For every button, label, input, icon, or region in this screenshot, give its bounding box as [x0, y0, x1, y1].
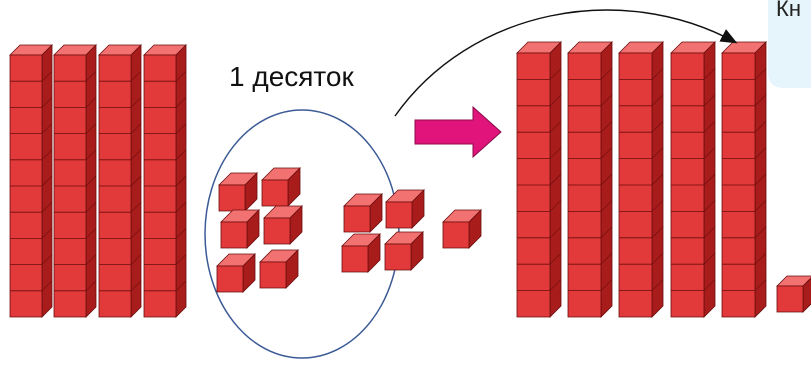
ten-rod [516, 41, 562, 318]
ten-rod [670, 41, 716, 318]
unit-cube [259, 249, 299, 289]
unit-cube [263, 205, 303, 245]
unit-cube [341, 233, 381, 273]
ten-rod [9, 44, 53, 318]
unit-cube [442, 209, 482, 249]
corner-note-text: Кн [776, 0, 801, 21]
ten-rod [143, 44, 187, 318]
unit-cube [343, 193, 383, 233]
unit-cube [385, 189, 425, 229]
group-label: 1 десяток [229, 61, 354, 92]
ten-rod [567, 41, 613, 318]
curved-arrow [394, 9, 738, 117]
corner-note: Кн [768, 0, 811, 88]
ten-rod [721, 41, 767, 318]
unit-cube [261, 167, 301, 207]
ten-rod [618, 41, 664, 318]
unit-cube [776, 275, 811, 313]
unit-cube [220, 209, 260, 249]
unit-cube [384, 231, 424, 271]
unit-cube [216, 253, 256, 293]
transfer-arrow-icon [414, 105, 502, 159]
ten-rod [53, 44, 97, 318]
unit-cube [218, 172, 258, 212]
ten-rod [98, 44, 142, 318]
